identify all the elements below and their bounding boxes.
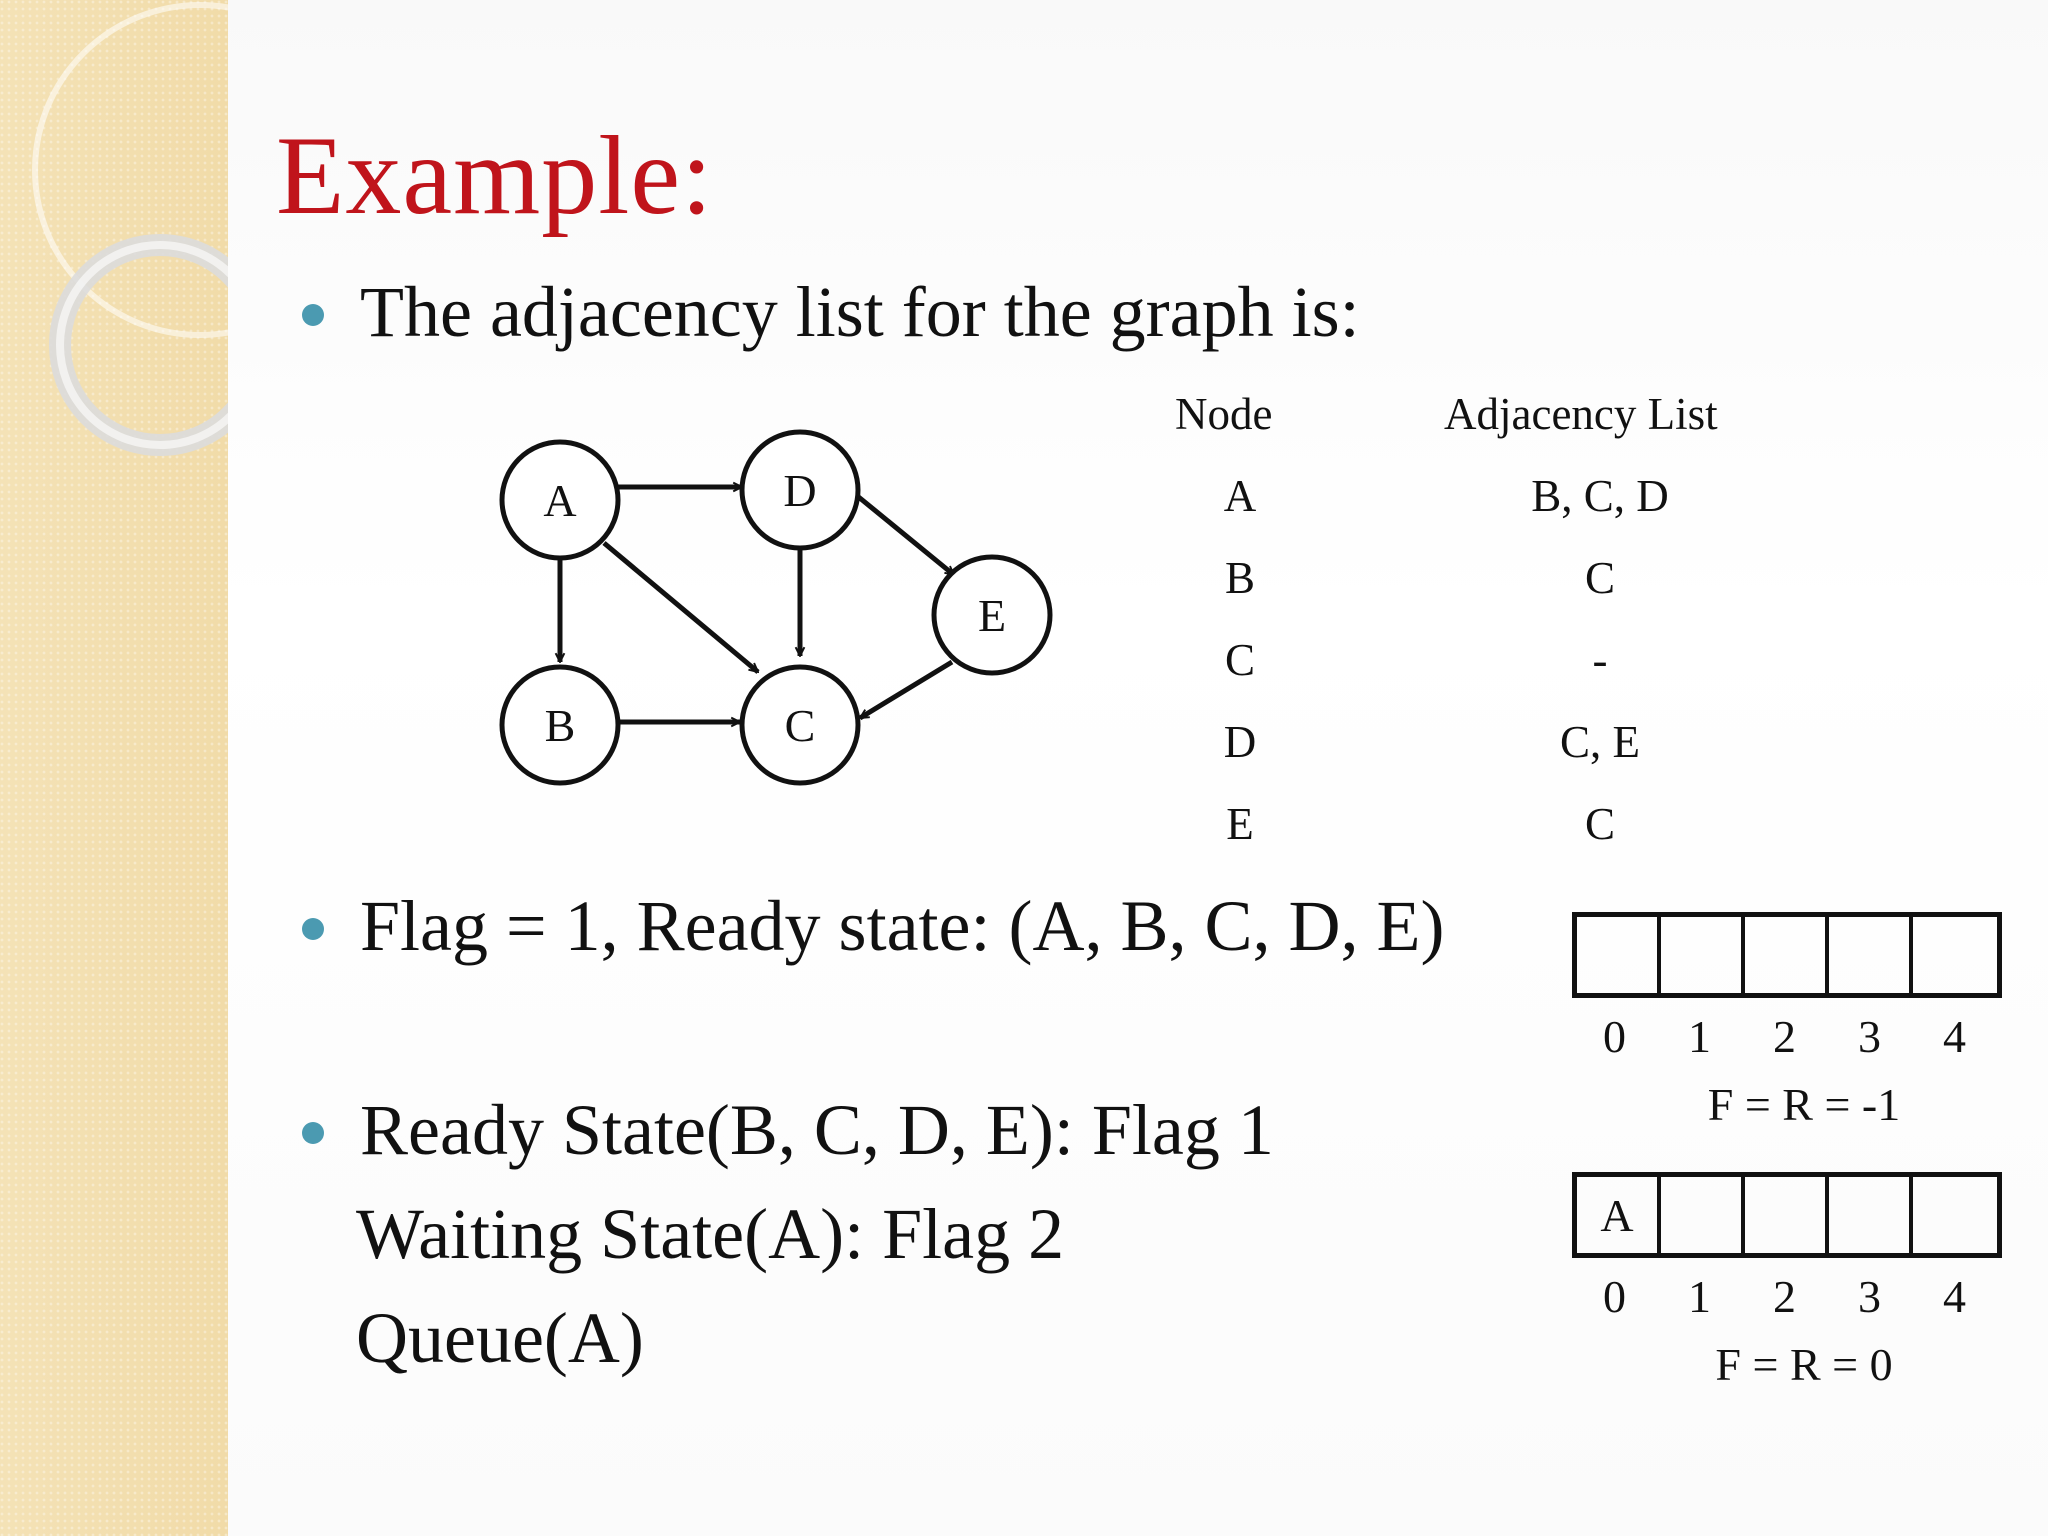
queue-array-with-a: A	[1572, 1172, 2002, 1258]
node-label-c: C	[785, 700, 816, 751]
queue-index: 2	[1742, 1274, 1827, 1320]
queue-cell	[1829, 1177, 1913, 1253]
bullet-text-adjacency: The adjacency list for the graph is:	[360, 276, 1360, 348]
queue-index-row: 0 1 2 3 4	[1572, 1014, 1997, 1060]
queue-cell: A	[1577, 1177, 1661, 1253]
table-cell-node: C	[1190, 638, 1290, 683]
queue-index: 0	[1572, 1274, 1657, 1320]
bullet-text-flag: Flag = 1, Ready state: (A, B, C, D, E)	[360, 890, 1444, 962]
queue-index: 0	[1572, 1014, 1657, 1060]
table-cell-list: B, C, D	[1480, 474, 1720, 519]
queue-cell	[1745, 1177, 1829, 1253]
queue-cell	[1661, 917, 1745, 993]
table-cell-node: E	[1190, 802, 1290, 847]
node-label-b: B	[545, 700, 576, 751]
queue-cell	[1829, 917, 1913, 993]
node-label-d: D	[783, 465, 816, 516]
graph-nodes	[502, 432, 1050, 783]
queue-index: 4	[1912, 1014, 1997, 1060]
queue-pointer-label: F = R = 0	[1590, 1342, 2018, 1388]
table-cell-list: -	[1480, 638, 1720, 683]
bullet-dot	[302, 1122, 324, 1144]
queue-cell	[1661, 1177, 1745, 1253]
table-header-node: Node	[1175, 392, 1272, 437]
queue-index: 3	[1827, 1014, 1912, 1060]
queue-index: 3	[1827, 1274, 1912, 1320]
table-cell-node: D	[1190, 720, 1290, 765]
queue-index: 4	[1912, 1274, 1997, 1320]
bullet-dot	[302, 918, 324, 940]
node-label-e: E	[978, 590, 1006, 641]
queue-cell	[1913, 917, 1997, 993]
table-cell-list: C, E	[1480, 720, 1720, 765]
slide-title: Example:	[276, 120, 713, 232]
edge-e-c	[860, 662, 952, 718]
table-cell-list: C	[1480, 556, 1720, 601]
queue-index: 1	[1657, 1274, 1742, 1320]
queue-array-empty	[1572, 912, 2002, 998]
table-header-adjacency: Adjacency List	[1444, 392, 1718, 437]
queue-cell	[1577, 917, 1661, 993]
table-cell-node: A	[1190, 474, 1290, 519]
queue-pointer-label: F = R = -1	[1590, 1082, 2018, 1128]
node-label-a: A	[543, 475, 576, 526]
bullet-dot	[302, 304, 324, 326]
queue-index-row: 0 1 2 3 4	[1572, 1274, 1997, 1320]
queue-index: 1	[1657, 1014, 1742, 1060]
edge-a-c	[604, 543, 758, 672]
decorative-side-strip	[0, 0, 229, 1536]
bullet-text-waiting-state: Waiting State(A): Flag 2	[356, 1198, 1064, 1270]
edge-d-e	[850, 490, 954, 575]
queue-cell	[1913, 1177, 1997, 1253]
queue-index: 2	[1742, 1014, 1827, 1060]
table-cell-list: C	[1480, 802, 1720, 847]
bullet-text-ready-state: Ready State(B, C, D, E): Flag 1	[360, 1094, 1274, 1166]
bullet-text-queue: Queue(A)	[356, 1302, 644, 1374]
queue-cell	[1745, 917, 1829, 993]
table-cell-node: B	[1190, 556, 1290, 601]
directed-graph: A D E B C	[480, 400, 1080, 820]
